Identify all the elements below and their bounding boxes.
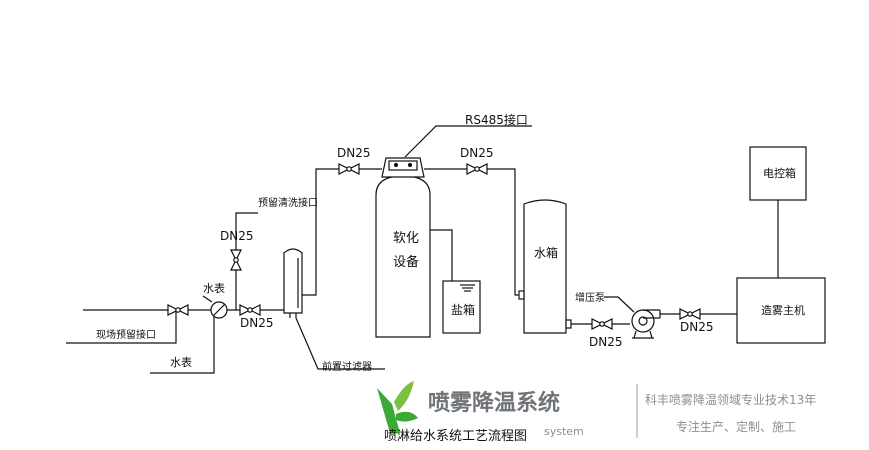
valve-dn25-vertical — [230, 249, 242, 271]
control-box — [749, 146, 807, 201]
label-dn25-pump: DN25 — [589, 335, 623, 349]
watermark-tagline1: 科丰喷雾降温领域专业技术13年 — [645, 392, 816, 407]
prefilter-leader — [295, 317, 385, 370]
label-water-tank: 水箱 — [534, 245, 558, 260]
prefilter-outlet-pipe — [300, 168, 382, 296]
watermark-brand-sub: system — [544, 425, 584, 438]
water-tank — [518, 199, 572, 334]
water-meter — [210, 301, 228, 319]
watermark: 喷雾降温系统 system 科丰喷雾降温领域专业技术13年 专注生产、定制、施工 — [377, 381, 816, 438]
mist-host — [736, 277, 826, 344]
valve-dn25-bottom-left — [239, 304, 261, 316]
label-water-meter-top: 水表 — [203, 281, 225, 295]
valve-dn25-pump — [591, 318, 613, 330]
brand-logo — [377, 381, 418, 433]
rs485-leader — [404, 125, 532, 158]
label-water-meter-bottom: 水表 — [170, 355, 192, 369]
label-dn25-top-right: DN25 — [460, 146, 494, 160]
booster-pump-leader — [604, 296, 635, 313]
label-booster-pump: 增压泵 — [575, 291, 605, 304]
label-dn25-top-left: DN25 — [337, 146, 371, 160]
diagram-title: 喷淋给水系统工艺流程图 — [384, 429, 527, 444]
label-mist-host: 造雾主机 — [761, 303, 805, 317]
water-meter-top-leader — [202, 295, 213, 303]
valve-dn25-right — [679, 308, 701, 320]
flush-branch-pipe — [235, 212, 258, 310]
prefilter — [283, 248, 303, 318]
softener-control-head — [381, 157, 425, 178]
label-site-interface: 现场预留接口 — [96, 328, 156, 341]
watermark-brand: 喷雾降温系统 — [428, 390, 560, 416]
site-interface-leader — [66, 310, 177, 344]
booster-pump — [631, 309, 661, 339]
valve-inlet — [167, 304, 189, 316]
salt-tank — [442, 280, 481, 334]
valve-dn25-top-right — [466, 163, 488, 175]
label-reserved-flush: 预留清洗接口 — [258, 196, 318, 209]
softener-outlet-pipe — [424, 168, 524, 296]
label-dn25-bottom-left: DN25 — [240, 316, 274, 330]
label-dn25-vertical: DN25 — [220, 229, 254, 243]
label-control-box: 电控箱 — [763, 166, 796, 180]
brine-line — [430, 229, 453, 282]
label-rs485: RS485接口 — [465, 112, 528, 127]
label-dn25-right: DN25 — [680, 320, 714, 334]
label-softener-line2: 设备 — [393, 254, 419, 270]
watermark-tagline2: 专注生产、定制、施工 — [676, 419, 796, 434]
label-salt-tank: 盐箱 — [451, 302, 475, 317]
water-meter-leader — [150, 310, 215, 374]
label-prefilter: 前置过滤器 — [322, 360, 372, 373]
valve-dn25-top-left — [338, 163, 360, 175]
label-softener-line1: 软化 — [393, 231, 419, 246]
